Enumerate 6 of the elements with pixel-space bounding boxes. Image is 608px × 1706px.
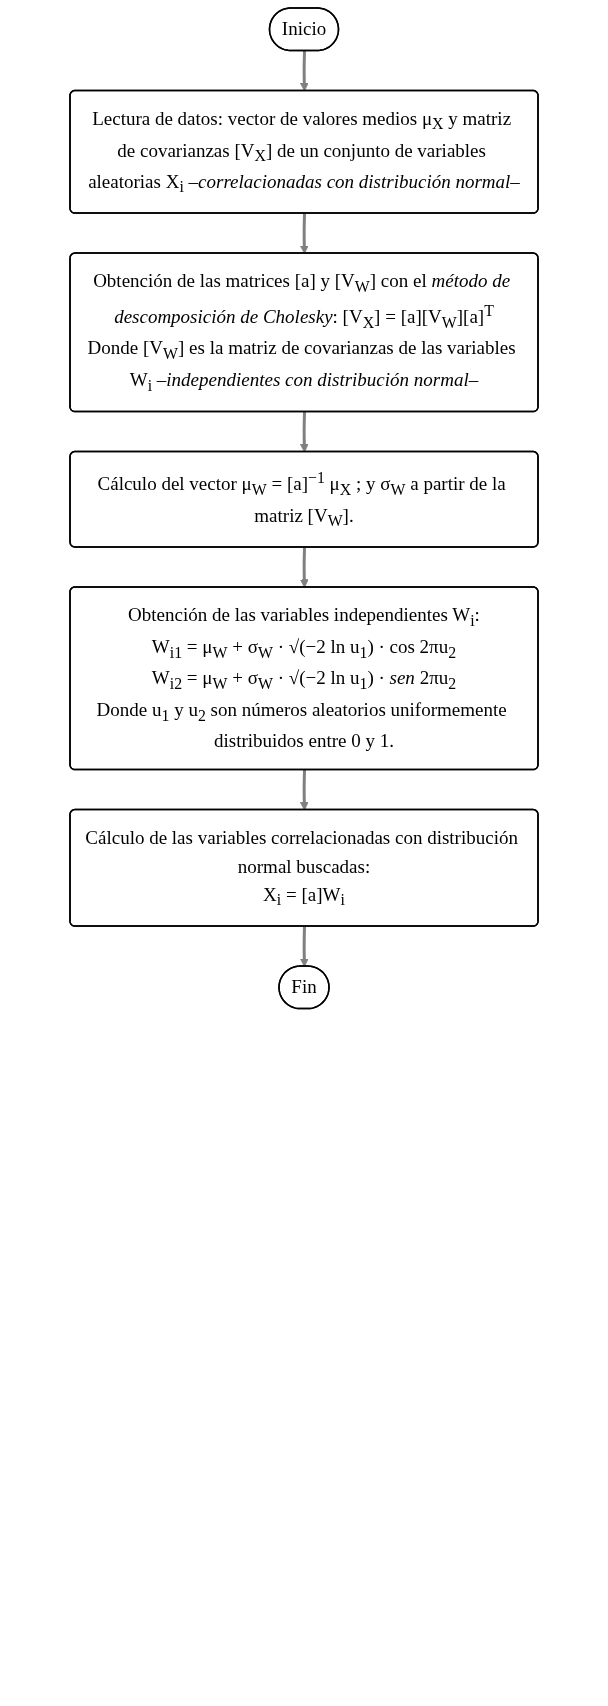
arrow bbox=[299, 770, 309, 811]
arrow bbox=[299, 213, 309, 254]
arrow bbox=[299, 926, 309, 967]
arrow bbox=[299, 412, 309, 453]
arrow bbox=[299, 50, 309, 92]
arrow bbox=[299, 547, 309, 588]
